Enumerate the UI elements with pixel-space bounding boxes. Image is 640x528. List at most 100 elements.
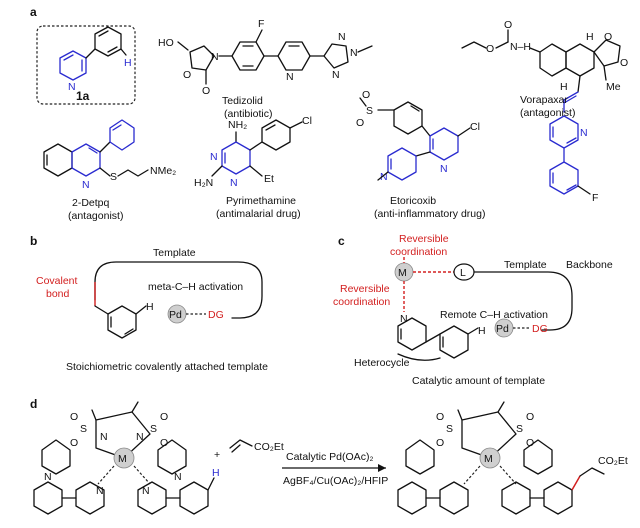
metal-sphere-product bbox=[479, 447, 501, 469]
svg-text:N: N bbox=[230, 177, 238, 189]
svg-text:Cl: Cl bbox=[470, 121, 480, 133]
biphenyl-pyridine bbox=[75, 481, 105, 515]
product-phenyl bbox=[543, 481, 573, 515]
reversible-2-line2: coordination bbox=[333, 296, 390, 308]
detpq-structure: N S NMe₂ 2-Detpq (antagonist) bbox=[43, 119, 176, 222]
vorapaxar-name: Vorapaxar bbox=[520, 94, 568, 106]
cyclohexane-1 bbox=[539, 43, 567, 77]
dg-label-b: DG bbox=[208, 309, 224, 321]
svg-text:NMe₂: NMe₂ bbox=[150, 165, 176, 177]
oxazolidinone-ring bbox=[189, 45, 215, 71]
atom-n: N bbox=[68, 81, 76, 93]
pyrimethamine-role: (antimalarial drug) bbox=[216, 208, 301, 220]
svg-text:NH₂: NH₂ bbox=[228, 119, 247, 131]
pd-label-c: Pd bbox=[496, 323, 509, 335]
svg-text:N: N bbox=[580, 127, 588, 139]
quinoline-benzo bbox=[43, 143, 73, 177]
svg-text:O: O bbox=[436, 437, 444, 449]
pyrimethamine-structure: NH₂ N N H₂N Et Cl Pyrimethamine (antimal… bbox=[194, 115, 312, 220]
pyridyl-right bbox=[157, 439, 187, 475]
svg-text:N–H: N–H bbox=[510, 41, 531, 53]
arrowhead bbox=[378, 464, 386, 472]
svg-text:Et: Et bbox=[264, 173, 274, 185]
m-label-c: M bbox=[398, 267, 407, 279]
svg-text:N: N bbox=[350, 47, 358, 59]
detpq-phenyl bbox=[109, 119, 135, 151]
acrylate-ester: CO₂Et bbox=[254, 441, 284, 453]
dg-label-c: DG bbox=[532, 323, 548, 335]
meta-h: H bbox=[124, 57, 132, 69]
svg-text:H: H bbox=[212, 467, 220, 479]
svg-text:N: N bbox=[44, 471, 52, 483]
covalent-bond-label-2: bond bbox=[46, 288, 70, 300]
template-label: Template bbox=[153, 247, 196, 259]
svg-text:N: N bbox=[174, 471, 182, 483]
svg-text:F: F bbox=[592, 192, 598, 204]
biphenyl-ring-1 bbox=[33, 481, 63, 515]
detpq-name: 2-Detpq bbox=[72, 197, 110, 209]
quinoline-pyridine bbox=[71, 143, 101, 177]
svg-text:N: N bbox=[338, 31, 346, 43]
svg-text:F: F bbox=[258, 18, 264, 30]
lactone-ring bbox=[593, 39, 621, 67]
svg-text:O: O bbox=[356, 117, 364, 129]
svg-text:H: H bbox=[560, 81, 568, 93]
svg-text:O: O bbox=[526, 411, 534, 423]
svg-text:N: N bbox=[210, 151, 218, 163]
svg-text:HO: HO bbox=[158, 37, 174, 49]
pyridine-ring bbox=[59, 50, 87, 81]
caption-c: Catalytic amount of template bbox=[412, 375, 545, 387]
etoricoxib-structure: S O O N Cl N Etoricoxib (anti-inflammato… bbox=[356, 89, 485, 220]
panel-b: Template Covalent bond meta-C–H activati… bbox=[36, 247, 268, 373]
panel-label-b: b bbox=[30, 234, 37, 248]
reversible-2-line1: Reversible bbox=[340, 283, 390, 295]
h-atom-b: H bbox=[146, 301, 154, 313]
remote-activation-label: Remote C–H activation bbox=[440, 309, 548, 321]
caption-b: Stoichiometric covalently attached templ… bbox=[66, 361, 268, 373]
reversible-1-line2: coordination bbox=[390, 246, 447, 258]
pyrimethamine-name: Pyrimethamine bbox=[226, 195, 296, 207]
svg-text:S: S bbox=[150, 423, 157, 435]
arene-ring-c bbox=[439, 325, 469, 359]
panel-d-template-complex: S S O O O O N N N N M N N H bbox=[33, 401, 220, 515]
etoricoxib-name: Etoricoxib bbox=[390, 195, 436, 207]
product-pyridyl-right bbox=[523, 439, 553, 475]
pyrimidine-ring bbox=[221, 141, 251, 175]
metal-sphere-d bbox=[113, 447, 135, 469]
svg-text:Cl: Cl bbox=[302, 115, 312, 127]
tedizolid-role: (antibiotic) bbox=[224, 108, 272, 120]
diazepine-ring bbox=[95, 411, 151, 459]
dashed-box bbox=[36, 25, 136, 105]
svg-text:M: M bbox=[484, 453, 493, 465]
plus-sign: + bbox=[214, 449, 220, 461]
svg-text:O: O bbox=[202, 85, 210, 97]
svg-text:Me: Me bbox=[606, 81, 621, 93]
phenyl-ring bbox=[94, 26, 122, 57]
reversible-1-line1: Reversible bbox=[399, 233, 449, 245]
etoricoxib-methylpyridine bbox=[387, 147, 417, 181]
heterocycle-label: Heterocycle bbox=[354, 357, 410, 369]
panel-d-reagents: + CO₂Et Catalytic Pd(OAc)₂ AgBF₄/Cu(OAc)… bbox=[214, 439, 388, 487]
substrate-phenyl bbox=[179, 481, 209, 515]
svg-text:O: O bbox=[436, 411, 444, 423]
svg-text:O: O bbox=[160, 411, 168, 423]
vorapaxar-structure: O O N–H O O H H Me N F Vorapaxar (antago… bbox=[461, 19, 628, 204]
vorapaxar-pyridine bbox=[549, 115, 579, 149]
meta-activation-label: meta-C–H activation bbox=[148, 281, 243, 293]
svg-text:O: O bbox=[504, 19, 512, 31]
svg-text:S: S bbox=[366, 105, 373, 117]
svg-text:N: N bbox=[211, 51, 219, 63]
svg-text:O: O bbox=[183, 69, 191, 81]
etoricoxib-central-pyridine bbox=[429, 127, 459, 161]
svg-text:N: N bbox=[380, 171, 388, 183]
svg-text:M: M bbox=[118, 453, 127, 465]
svg-text:N: N bbox=[82, 179, 90, 191]
label-1a: 1a bbox=[76, 89, 90, 103]
svg-text:O: O bbox=[160, 437, 168, 449]
detpq-role: (antagonist) bbox=[68, 210, 123, 222]
heterocycle-brace bbox=[397, 353, 441, 361]
svg-text:N: N bbox=[142, 485, 150, 497]
svg-text:O: O bbox=[620, 57, 628, 69]
panel-label-a: a bbox=[30, 5, 37, 19]
l-label: L bbox=[460, 267, 466, 279]
